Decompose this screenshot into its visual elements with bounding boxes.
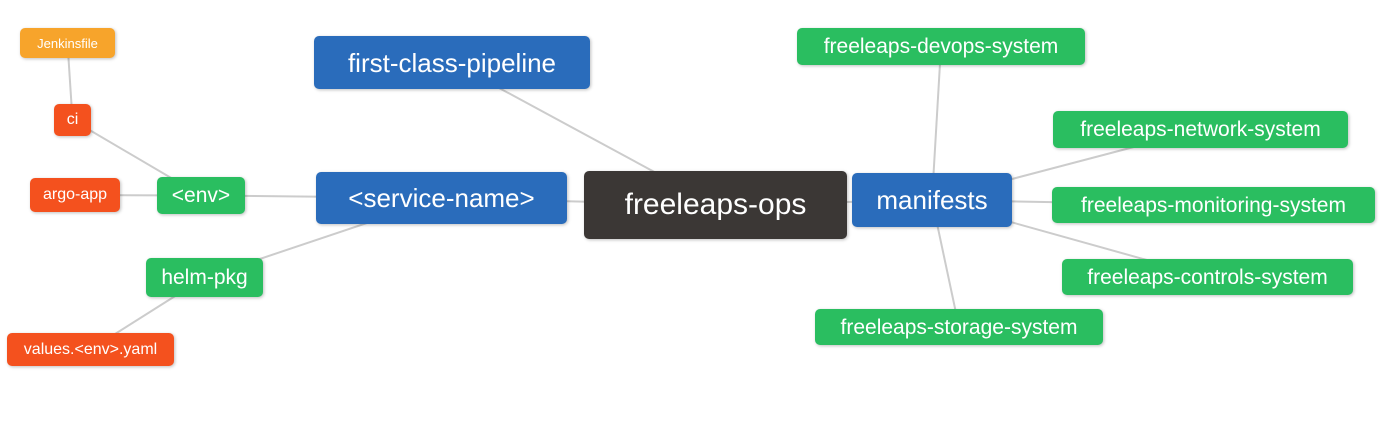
node-env[interactable]: <env> xyxy=(157,177,245,214)
node-freeleaps-devops-system[interactable]: freeleaps-devops-system xyxy=(797,28,1085,65)
node-freeleaps-controls-system[interactable]: freeleaps-controls-system xyxy=(1062,259,1353,295)
node-service-name[interactable]: <service-name> xyxy=(316,172,567,224)
node-freeleaps-network-system[interactable]: freeleaps-network-system xyxy=(1053,111,1348,148)
node-freeleaps-ops[interactable]: freeleaps-ops xyxy=(584,171,847,239)
node-helm-pkg[interactable]: helm-pkg xyxy=(146,258,263,297)
node-ci[interactable]: ci xyxy=(54,104,91,136)
node-freeleaps-storage-system[interactable]: freeleaps-storage-system xyxy=(815,309,1103,345)
node-freeleaps-monitoring-system[interactable]: freeleaps-monitoring-system xyxy=(1052,187,1375,223)
node-manifests[interactable]: manifests xyxy=(852,173,1012,227)
node-values-env-yaml[interactable]: values.<env>.yaml xyxy=(7,333,174,366)
node-jenkinsfile[interactable]: Jenkinsfile xyxy=(20,28,115,58)
node-argo-app[interactable]: argo-app xyxy=(30,178,120,212)
node-first-class-pipeline[interactable]: first-class-pipeline xyxy=(314,36,590,89)
